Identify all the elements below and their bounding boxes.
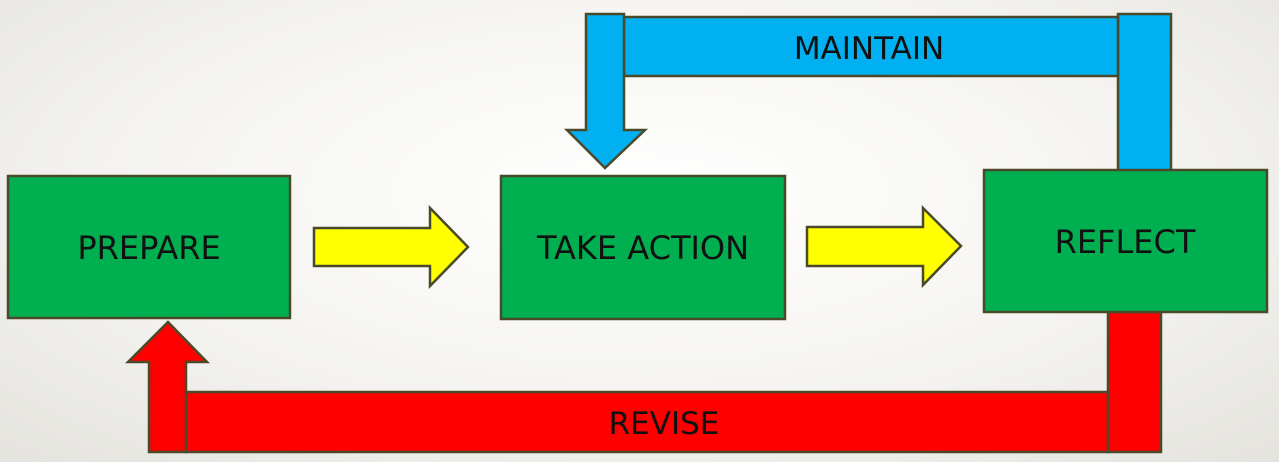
revise-label: REVISE xyxy=(609,406,720,442)
revise-loop: REVISE xyxy=(124,310,1163,454)
maintain-loop: MAINTAIN xyxy=(563,12,1173,174)
maintain-loop-band xyxy=(622,15,1120,78)
take-action-box: TAKE ACTION xyxy=(499,174,787,321)
maintain-down-arrow xyxy=(563,12,649,170)
revise-loop-riser xyxy=(1106,310,1163,454)
take-action-label: TAKE ACTION xyxy=(536,229,749,267)
prepare-box: PREPARE xyxy=(6,174,292,320)
reflect-label: REFLECT xyxy=(1055,223,1196,261)
forward-arrow-prepare-to-action xyxy=(312,204,470,290)
forward-arrow-action-to-reflect xyxy=(805,204,963,289)
maintain-label: MAINTAIN xyxy=(794,31,944,67)
revise-up-arrow xyxy=(124,320,210,454)
reflect-box: REFLECT xyxy=(982,168,1269,314)
revise-loop-band xyxy=(184,390,1110,454)
prepare-label: PREPARE xyxy=(77,229,220,267)
maintain-loop-riser xyxy=(1116,12,1173,174)
